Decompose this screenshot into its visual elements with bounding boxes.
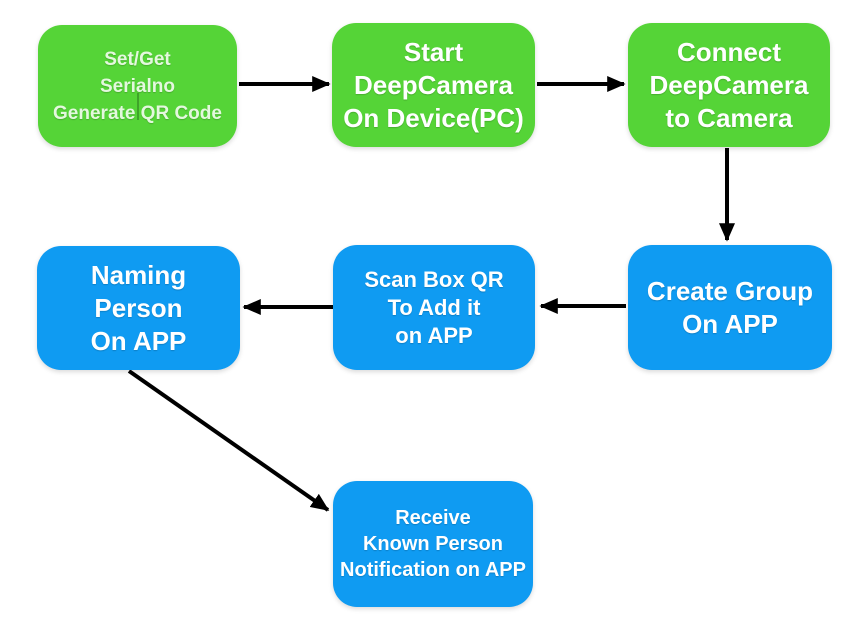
node-create-group-on-app[interactable]: Create Group On APP (628, 245, 832, 370)
node-label-line: Known Person (362, 533, 503, 555)
node-label-line: Naming (90, 259, 187, 290)
text-caret (137, 93, 139, 120)
node-label-line: DeepCamera (354, 69, 513, 100)
node-label-line: Set/Get (104, 48, 171, 70)
node-label-line: On Device(PC) (343, 102, 524, 133)
node-label-line: to Camera (665, 102, 793, 133)
node-label-line: Scan Box QR (364, 266, 504, 292)
node-label-line: Start (403, 36, 464, 67)
node-connect-deepcamera-to-camera[interactable]: Connect DeepCamera to Camera (628, 23, 830, 147)
node-label-line: To Add it (387, 294, 481, 320)
node-label-line: Connect (677, 36, 781, 67)
node-start-deepcamera[interactable]: Start DeepCamera On Device(PC) (332, 23, 535, 147)
node-generate-qr-code[interactable]: Set/Get Serialno Generate QR Code (38, 25, 237, 147)
node-label-line: Serialno (100, 75, 175, 97)
node-label-line: on APP (395, 322, 473, 348)
node-label-line: Notification on APP (340, 559, 526, 581)
node-label-line: On APP (90, 325, 187, 356)
node-label-line: On APP (682, 308, 778, 339)
node-label-line: Receive (395, 507, 471, 529)
arrow-naming-person-to-receive-notification (127, 369, 330, 512)
node-scan-box-qr[interactable]: Scan Box QR To Add it on APP (333, 245, 535, 370)
node-label-line: DeepCamera (649, 69, 809, 100)
node-label-line: Person (94, 292, 183, 323)
node-naming-person-on-app[interactable]: Naming Person On APP (37, 246, 240, 370)
node-receive-known-person-notification[interactable]: Receive Known Person Notification on APP (333, 481, 533, 607)
node-label-line: Create Group (646, 275, 814, 306)
